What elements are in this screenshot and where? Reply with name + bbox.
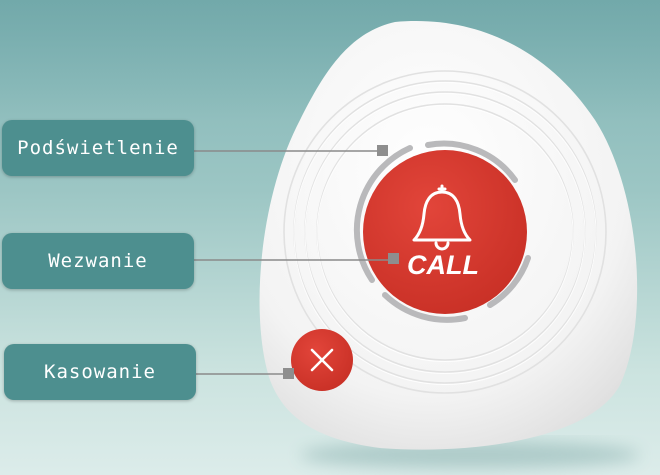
leader-lines [194, 150, 392, 375]
backlight-ring [353, 140, 531, 323]
close-icon [310, 348, 334, 372]
bell-icon [412, 184, 472, 251]
call-button[interactable]: CALL [363, 150, 527, 314]
cancel-button[interactable] [291, 329, 353, 391]
label-call-text: Wezwanie [48, 250, 148, 272]
label-cancel: Kasowanie [4, 344, 196, 400]
call-button-label: CALL [407, 250, 479, 280]
label-call: Wezwanie [2, 233, 194, 289]
leader-markers [283, 145, 399, 379]
label-backlight: Podświetlenie [2, 120, 194, 176]
label-backlight-text: Podświetlenie [17, 137, 179, 159]
label-cancel-text: Kasowanie [44, 361, 156, 383]
